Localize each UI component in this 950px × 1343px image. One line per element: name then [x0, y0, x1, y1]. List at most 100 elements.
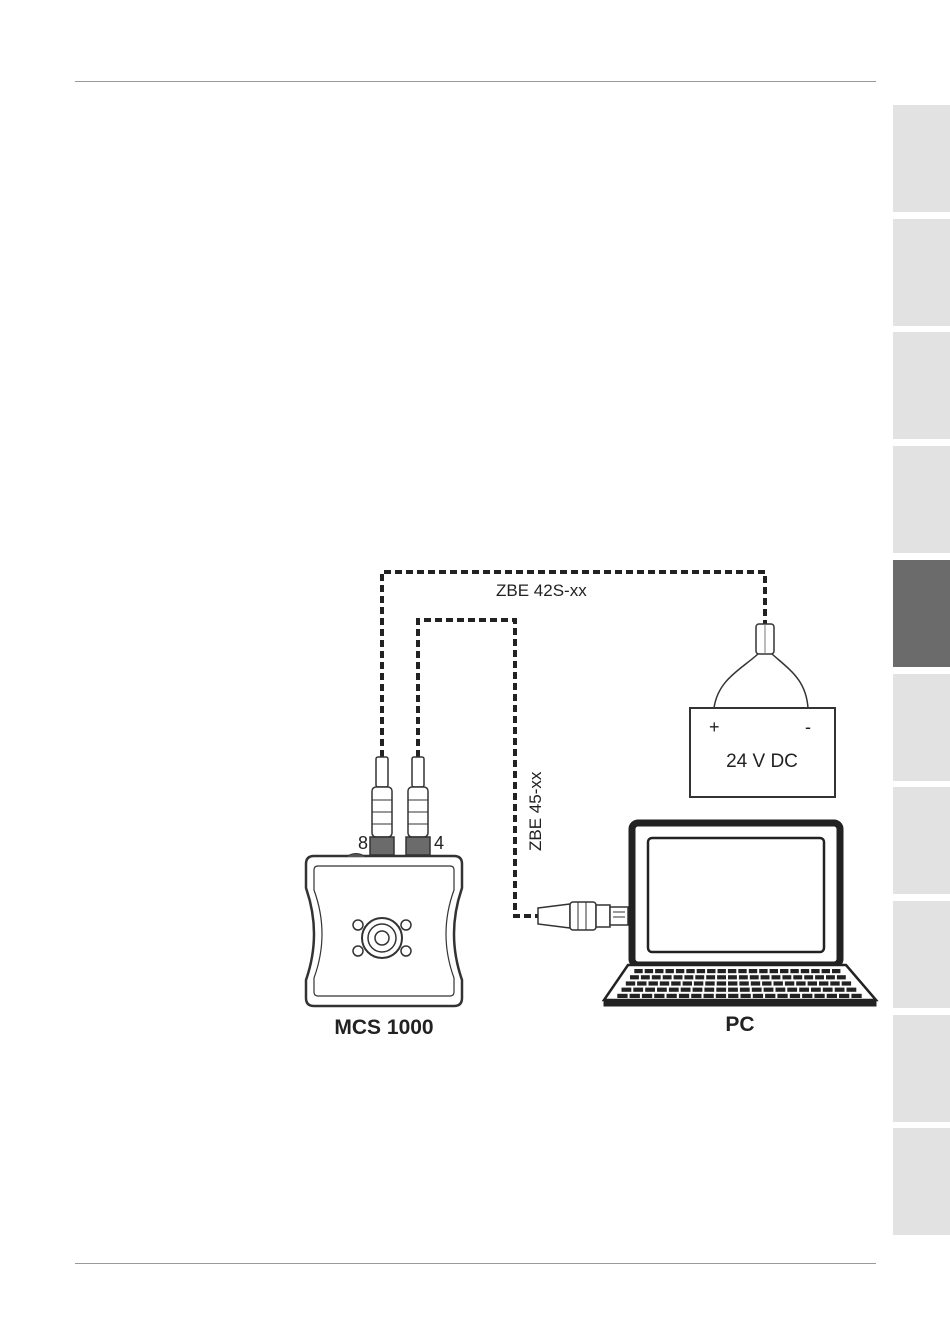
laptop-key [667, 994, 677, 998]
mcs-device-icon [306, 854, 462, 1007]
laptop-key [694, 981, 703, 985]
laptop-key [697, 969, 705, 973]
laptop-key [681, 988, 691, 992]
connector-right-icon [406, 757, 430, 855]
laptop-key [691, 994, 701, 998]
laptop-key [785, 981, 794, 985]
laptop-key [654, 994, 664, 998]
laptop-key [622, 988, 632, 992]
supply-minus-label: - [805, 717, 811, 737]
laptop-key [637, 981, 646, 985]
laptop-key [641, 975, 650, 979]
laptop-key [645, 988, 655, 992]
laptop-key [750, 975, 759, 979]
laptop-key [774, 981, 783, 985]
laptop-key [728, 981, 737, 985]
supply-voltage-label: 24 V DC [726, 751, 798, 772]
laptop-key [782, 975, 791, 979]
laptop-key [793, 975, 802, 979]
laptop-key [832, 969, 840, 973]
laptop-key [801, 969, 809, 973]
laptop-key [676, 969, 684, 973]
laptop-key [704, 994, 714, 998]
laptop-key [728, 994, 738, 998]
laptop-key [669, 988, 679, 992]
laptop-key [804, 975, 813, 979]
laptop-key [674, 975, 683, 979]
laptop-key [790, 994, 800, 998]
laptop-key [819, 981, 828, 985]
laptop-key [835, 988, 845, 992]
laptop-icon [604, 823, 876, 1006]
cable-pc-label: ZBE 45-xx [526, 771, 545, 851]
laptop-key [728, 988, 738, 992]
laptop-key [837, 975, 846, 979]
laptop-key [642, 994, 652, 998]
laptop-key [751, 981, 760, 985]
laptop-key [827, 994, 837, 998]
laptop-key [706, 975, 715, 979]
laptop-key [790, 969, 798, 973]
laptop-key [728, 975, 737, 979]
laptop-key [695, 975, 704, 979]
laptop-key [633, 988, 643, 992]
laptop-key [808, 981, 817, 985]
laptop-key [770, 969, 778, 973]
laptop-key [759, 969, 767, 973]
laptop-key [839, 994, 849, 998]
laptop-key [660, 981, 669, 985]
laptop-key [679, 994, 689, 998]
laptop-key [802, 994, 812, 998]
laptop-key [671, 981, 680, 985]
supply-plus-label: + [709, 717, 720, 737]
laptop-key [762, 981, 771, 985]
laptop-key [655, 969, 663, 973]
laptop-key [815, 975, 824, 979]
laptop-key [752, 988, 762, 992]
laptop-key [718, 969, 726, 973]
laptop-key [686, 969, 694, 973]
laptop-key [796, 981, 805, 985]
power-plug-icon [714, 624, 808, 708]
device-label: MCS 1000 [334, 1016, 433, 1039]
laptop-key [764, 988, 774, 992]
laptop-key [847, 988, 857, 992]
laptop-key [826, 975, 835, 979]
laptop-key [649, 981, 658, 985]
laptop-key [652, 975, 661, 979]
laptop-key [842, 981, 851, 985]
laptop-key [717, 981, 726, 985]
laptop-key [799, 988, 809, 992]
laptop-key [707, 969, 715, 973]
laptop-key [716, 994, 726, 998]
laptop-key [765, 994, 775, 998]
laptop-key [753, 994, 763, 998]
laptop-key [822, 969, 830, 973]
port-left-label: 8 [358, 833, 368, 853]
laptop-key [716, 988, 726, 992]
laptop-key [630, 994, 640, 998]
laptop-key [738, 969, 746, 973]
laptop-key [740, 988, 750, 992]
laptop-key [663, 975, 672, 979]
connector-left-icon [370, 757, 394, 855]
laptop-key [830, 981, 839, 985]
laptop-key [630, 975, 639, 979]
laptop-key [634, 969, 642, 973]
laptop-key [814, 994, 824, 998]
laptop-key [776, 988, 786, 992]
laptop-key [823, 988, 833, 992]
ethernet-plug-icon [538, 902, 628, 930]
pc-label: PC [725, 1013, 754, 1036]
laptop-key [780, 969, 788, 973]
laptop-key [749, 969, 757, 973]
laptop-key [666, 969, 674, 973]
laptop-key [811, 969, 819, 973]
laptop-key [684, 975, 693, 979]
laptop-key [739, 975, 748, 979]
laptop-key [693, 988, 703, 992]
laptop-key [683, 981, 692, 985]
laptop-key [704, 988, 714, 992]
laptop-key [772, 975, 781, 979]
